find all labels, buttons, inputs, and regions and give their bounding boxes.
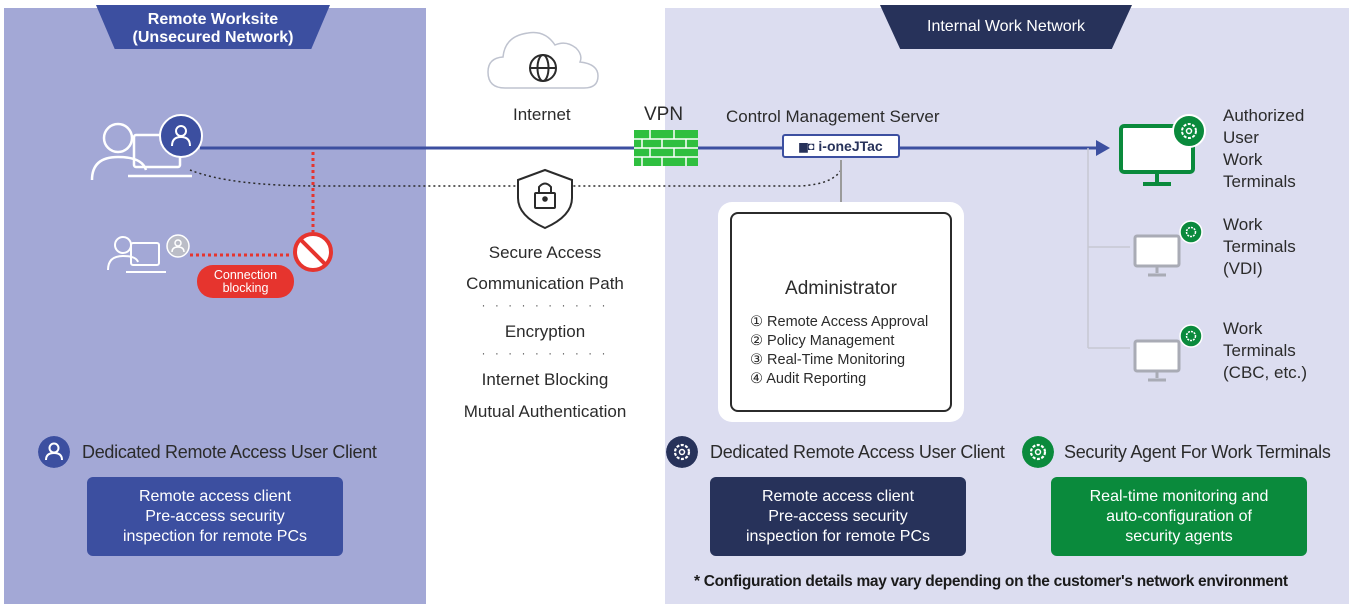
gear-icon bbox=[1179, 324, 1203, 348]
separator-dots: · · · · · · · · · · bbox=[481, 298, 609, 312]
admin-item: ③ Real-Time Monitoring bbox=[750, 352, 906, 368]
user-icon bbox=[38, 436, 70, 468]
internal-client-description: Remote access client Pre-access security… bbox=[745, 487, 931, 545]
remote-client-description-box: Remote access client Pre-access security… bbox=[87, 477, 343, 556]
connection-blocking-badge: Connection blocking bbox=[197, 265, 294, 298]
gear-icon bbox=[1172, 114, 1206, 148]
terminal-branch-lines bbox=[1087, 148, 1130, 349]
remote-client-description: Remote access client Pre-access security… bbox=[122, 487, 308, 545]
cbc-terminals-label: Work Terminals (CBC, etc.) bbox=[1223, 319, 1308, 382]
secure-path-line2: Communication Path bbox=[466, 274, 624, 293]
globe-icon bbox=[529, 54, 557, 82]
admin-item: ① Remote Access Approval bbox=[750, 314, 929, 330]
legend-left-client-label: Dedicated Remote Access User Client bbox=[82, 441, 377, 462]
vdi-terminals-label: Work Terminals (VDI) bbox=[1223, 215, 1296, 278]
firewall-icon bbox=[634, 130, 698, 166]
server-title: Control Management Server bbox=[726, 107, 940, 126]
remote-worksite-tab: Remote Worksite (Unsecured Network) bbox=[96, 5, 330, 49]
server-brand-label: i-oneJTac bbox=[818, 138, 883, 154]
admin-item: ② Policy Management bbox=[750, 333, 895, 349]
server-brand: ▆◘ i-oneJTac bbox=[782, 134, 900, 158]
legend-agent: Security Agent For Work Terminals bbox=[1022, 436, 1331, 468]
gear-icon bbox=[666, 436, 698, 468]
arrow-head bbox=[1096, 140, 1110, 156]
lock-shield-icon bbox=[517, 168, 573, 230]
blocked-user-icon bbox=[107, 236, 166, 273]
internal-network-tab: Internal Work Network bbox=[880, 5, 1132, 49]
agent-description: Real-time monitoring and auto-configurat… bbox=[1089, 487, 1269, 545]
gear-icon bbox=[1179, 220, 1203, 244]
vpn-label: VPN bbox=[644, 104, 684, 125]
separator-dots: · · · · · · · · · · bbox=[481, 346, 609, 360]
secure-path-line5: Mutual Authentication bbox=[463, 402, 627, 421]
administrator-title: Administrator bbox=[785, 278, 897, 299]
vdi-terminal-monitor-icon bbox=[1133, 234, 1181, 277]
connection-blocking-label: Connection blocking bbox=[213, 267, 278, 295]
secure-path-line3: Encryption bbox=[504, 322, 586, 341]
internet-label: Internet bbox=[513, 105, 571, 124]
user-badge-icon bbox=[159, 114, 203, 158]
secure-path-dotted bbox=[189, 167, 843, 187]
agent-description-box: Real-time monitoring and auto-configurat… bbox=[1051, 477, 1307, 556]
gear-icon bbox=[1022, 436, 1054, 468]
administrator-card-border bbox=[730, 212, 952, 412]
legend-right-client: Dedicated Remote Access User Client bbox=[666, 436, 1005, 468]
internal-client-description-box: Remote access client Pre-access security… bbox=[710, 477, 966, 556]
footnote: * Configuration details may vary dependi… bbox=[694, 573, 1288, 590]
block-icon bbox=[293, 232, 333, 272]
legend-agent-label: Security Agent For Work Terminals bbox=[1064, 441, 1331, 462]
administrator-functions: ① Remote Access Approval ② Policy Manage… bbox=[750, 313, 928, 389]
admin-item: ④ Audit Reporting bbox=[750, 371, 867, 387]
secure-path-line1: Secure Access bbox=[488, 243, 602, 262]
cbc-terminal-monitor-icon bbox=[1133, 339, 1181, 382]
cloud-icon bbox=[487, 31, 599, 89]
server-icon: ▆◘ bbox=[799, 140, 815, 153]
legend-left-client: Dedicated Remote Access User Client bbox=[38, 436, 377, 468]
legend-right-client-label: Dedicated Remote Access User Client bbox=[710, 441, 1005, 462]
secure-path-line4: Internet Blocking bbox=[481, 370, 609, 389]
authorized-terminals-label: Authorized User Work Terminals bbox=[1223, 106, 1305, 191]
